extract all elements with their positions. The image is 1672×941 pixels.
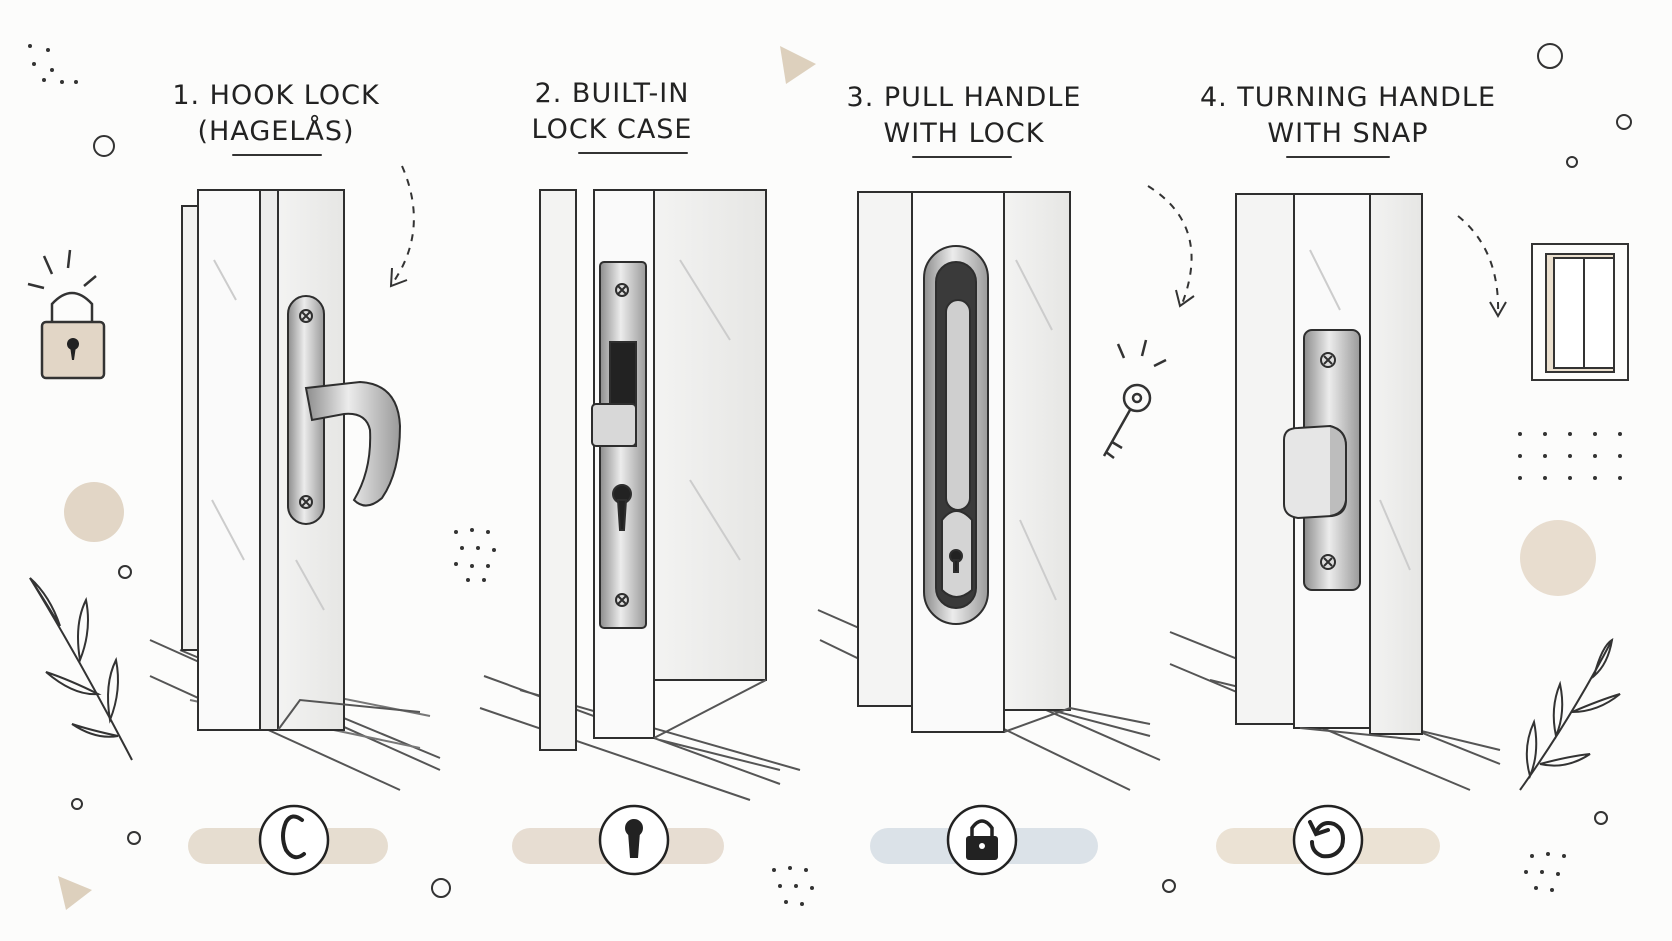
padlock-icon-badge [870, 804, 1098, 876]
leaf-sprig [29, 577, 133, 761]
rotate-icon [1308, 820, 1345, 859]
title-underline [1286, 156, 1390, 158]
panel-pull-handle [817, 191, 1161, 791]
beige-blob [64, 482, 124, 542]
small-circle [127, 831, 141, 845]
title-underline [578, 152, 688, 154]
panel-hook-lock [149, 189, 441, 791]
dashed-arrow-head [389, 267, 408, 288]
decorations [27, 43, 1632, 910]
lock-case-hardware [591, 261, 647, 629]
dot-grid [454, 432, 1622, 906]
title-line: 2. BUILT-IN [534, 78, 690, 109]
title-line: LOCK CASE [531, 114, 693, 145]
title-underline [232, 154, 322, 156]
leaf-sprig [1519, 638, 1621, 791]
pull-handle-hardware [923, 245, 989, 625]
dot-cluster [28, 44, 78, 84]
padlock-icon [966, 819, 998, 860]
dashed-arrow [1457, 215, 1500, 315]
small-circle [1537, 43, 1563, 69]
title-line: 4. TURNING HANDLE [1199, 82, 1497, 113]
panel-turning-handle [1169, 193, 1501, 791]
window-sketch [1531, 243, 1629, 381]
small-circle [1162, 879, 1176, 893]
small-circle [93, 135, 115, 157]
padlock-icon [27, 249, 106, 380]
title-underline [912, 156, 1012, 158]
hook-icon [281, 814, 306, 860]
panel-title-lock-case: 2. BUILT-IN LOCK CASE [462, 76, 762, 148]
dashed-arrow-head [1489, 301, 1507, 319]
bottom-icons [188, 804, 1440, 876]
title-line: WITH SNAP [1267, 118, 1429, 149]
panel-title-turning-handle: 4. TURNING HANDLE WITH SNAP [1190, 80, 1506, 152]
title-line: WITH LOCK [883, 118, 1045, 149]
title-line: (HAGELÅS) [197, 116, 355, 147]
panel-title-hook-lock: 1. HOOK LOCK (HAGELÅS) [126, 78, 426, 150]
keyhole-icon [625, 819, 643, 858]
small-circle [1616, 114, 1632, 130]
triangle-shape [58, 876, 92, 910]
key-icon [1102, 339, 1167, 459]
hook-lock-hardware [287, 295, 402, 525]
small-circle [431, 878, 451, 898]
panel-lock-case [479, 189, 801, 801]
hook-icon-badge [188, 804, 388, 876]
rotate-icon-badge [1216, 804, 1440, 876]
small-circle [118, 565, 132, 579]
panel-title-pull-handle: 3. PULL HANDLE WITH LOCK [814, 80, 1114, 152]
beige-blob [1520, 520, 1596, 596]
turning-handle-hardware [1283, 329, 1361, 591]
dashed-arrow [391, 165, 415, 285]
triangle-shape [780, 46, 816, 84]
title-line: 1. HOOK LOCK [172, 80, 380, 111]
keyhole-icon-badge [512, 804, 724, 876]
dashed-arrow-head [1175, 289, 1195, 308]
small-circle [1566, 156, 1578, 168]
small-circle [1594, 811, 1608, 825]
small-circle [71, 798, 83, 810]
title-line: 3. PULL HANDLE [846, 82, 1082, 113]
dashed-arrow [1147, 185, 1193, 305]
